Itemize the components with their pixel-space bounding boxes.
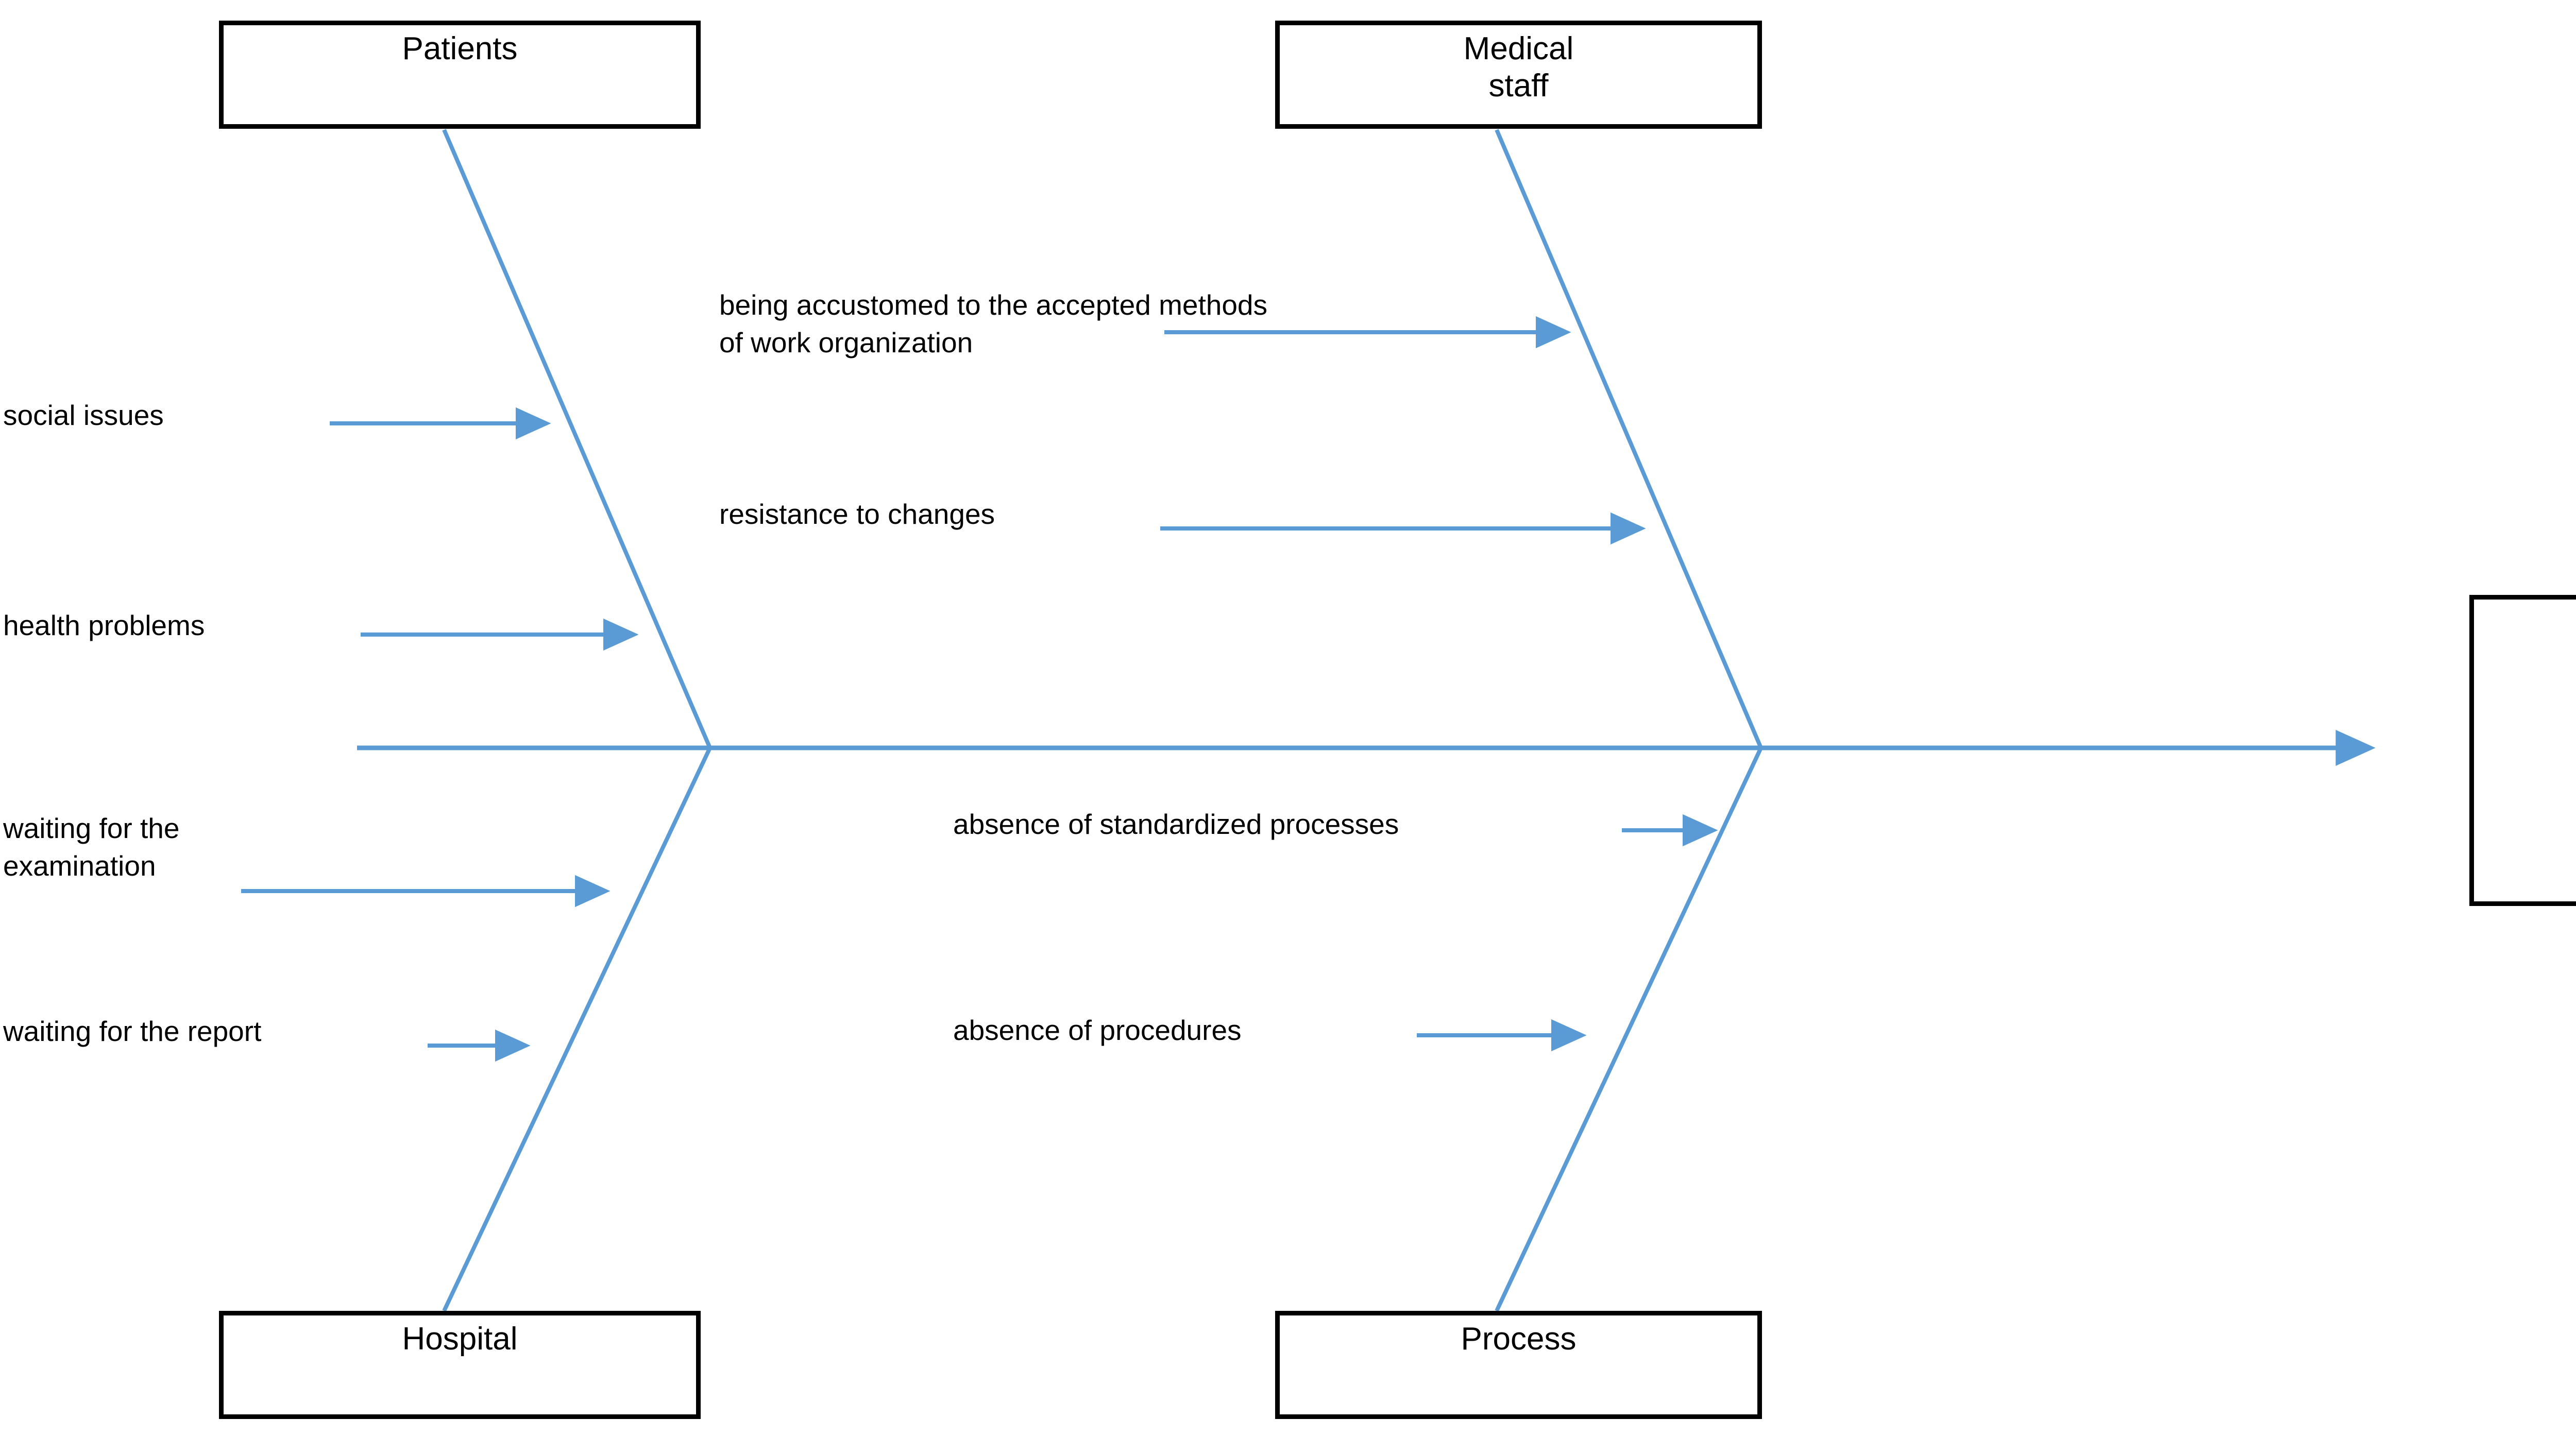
cause-label-accustomed-methods[interactable]: being accustomed to the accepted methods…: [719, 289, 1268, 358]
cause-label-waiting-examination[interactable]: waiting for the examination: [3, 812, 180, 882]
category-box-patients[interactable]: Patients: [219, 21, 701, 129]
cause-label-social-issues[interactable]: social issues: [3, 399, 164, 431]
bone-hospital: [442, 747, 712, 1312]
bone-patients: [442, 129, 712, 749]
cause-label-health-problems[interactable]: health problems: [3, 609, 205, 641]
cause-label-waiting-report[interactable]: waiting for the report: [3, 1015, 262, 1047]
bone-medical-staff: [1495, 129, 1763, 749]
cause-label-absence-procedures[interactable]: absence of procedures: [953, 1014, 1242, 1046]
cause-label-standardized-processes[interactable]: absence of standardized processes: [953, 808, 1399, 840]
category-box-medical-staff[interactable]: Medical staff: [1275, 21, 1762, 129]
effect-box[interactable]: PROLONGED PATIENTS' STAYS IN THE NEUROLO…: [2469, 595, 2576, 906]
category-box-hospital[interactable]: Hospital: [219, 1311, 701, 1419]
cause-label-resistance-changes[interactable]: resistance to changes: [719, 498, 995, 530]
category-box-process[interactable]: Process: [1275, 1311, 1762, 1419]
